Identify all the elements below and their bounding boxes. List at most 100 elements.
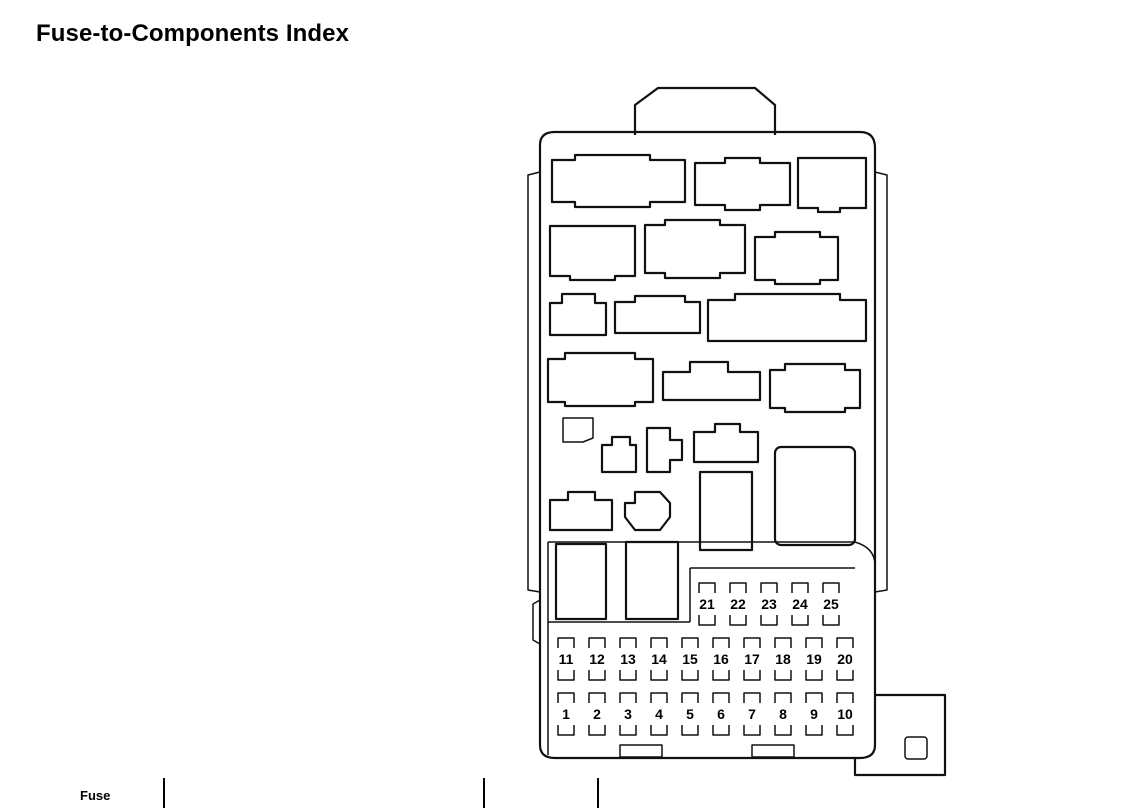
connector-15 <box>692 422 760 464</box>
fuse-number: 9 <box>810 706 818 722</box>
fuse-slot-top <box>650 637 668 648</box>
connector-6 <box>753 230 840 286</box>
fuse-slot-bottom <box>557 670 575 681</box>
fuse-slot-bottom <box>712 670 730 681</box>
fuse-number: 20 <box>837 651 853 667</box>
fuse-slot-bottom <box>681 725 699 736</box>
fuse-slot-top <box>650 692 668 703</box>
fuse-number: 10 <box>837 706 853 722</box>
relay-2 <box>698 470 754 552</box>
mounting-bracket <box>853 693 947 777</box>
fuse-slot-top <box>836 692 854 703</box>
connector-11 <box>661 360 762 402</box>
fuse-slot-bottom <box>588 725 606 736</box>
fuse-slot-top <box>805 637 823 648</box>
fuse-slot-bottom <box>760 615 778 626</box>
fuse-slot-bottom <box>619 725 637 736</box>
column-divider <box>597 778 599 808</box>
fuse-slot-top <box>743 692 761 703</box>
fuse-slot-top <box>743 637 761 648</box>
fuse-number: 3 <box>624 706 632 722</box>
fuse-slot-top <box>588 637 606 648</box>
fuse-number: 25 <box>823 596 839 612</box>
fuse-number: 2 <box>593 706 601 722</box>
connector-10 <box>546 351 655 408</box>
fuse-number: 16 <box>713 651 729 667</box>
fuse-slot-bottom <box>774 725 792 736</box>
column-divider <box>163 778 165 808</box>
fuse-slot-bottom <box>588 670 606 681</box>
fuse-slot-top <box>774 637 792 648</box>
connector-14 <box>645 426 684 474</box>
bracket-slot <box>904 736 928 760</box>
fuse-slot-bottom <box>836 725 854 736</box>
connector-16 <box>548 490 614 532</box>
connector-4 <box>548 224 637 282</box>
fuse-slot-top <box>836 637 854 648</box>
fuse-number: 1 <box>562 706 570 722</box>
fuse-slot-top <box>791 582 809 593</box>
fuse-slot-top <box>557 692 575 703</box>
fuse-number: 12 <box>589 651 605 667</box>
relay-4 <box>624 540 680 621</box>
fuse-table-header <box>0 770 1139 802</box>
fuse-slot-top <box>805 692 823 703</box>
relay-1 <box>773 445 857 547</box>
fuse-number: 5 <box>686 706 694 722</box>
fuse-slot-top <box>681 637 699 648</box>
fuse-slot-top <box>619 637 637 648</box>
fuse-number: 11 <box>559 651 574 667</box>
connector-13 <box>600 435 638 474</box>
fuse-number: 6 <box>717 706 725 722</box>
fuse-number: 17 <box>744 651 760 667</box>
fuse-slot-top <box>712 692 730 703</box>
fuse-panel <box>547 541 876 755</box>
connector-9 <box>706 292 868 343</box>
fuse-slot-top <box>619 692 637 703</box>
fuse-slot-bottom <box>650 670 668 681</box>
fuse-number: 23 <box>761 596 777 612</box>
small-tab <box>562 417 594 443</box>
fuse-slot-top <box>729 582 747 593</box>
fuse-number: 13 <box>620 651 636 667</box>
connector-17 <box>623 490 672 532</box>
fuse-number: 14 <box>651 651 667 667</box>
fuse-slot-bottom <box>650 725 668 736</box>
fuse-slot-bottom <box>712 725 730 736</box>
relay-3 <box>554 542 608 621</box>
page-title: Fuse-to-Components Index <box>36 20 350 47</box>
fuse-slot-bottom <box>836 670 854 681</box>
fuse-slot-top <box>712 637 730 648</box>
connector-7 <box>548 292 608 337</box>
fuse-slot-bottom <box>698 615 716 626</box>
fuse-slot-top <box>760 582 778 593</box>
connector-2 <box>693 156 792 212</box>
fuse-slot-bottom <box>791 615 809 626</box>
fuse-slot-bottom <box>681 670 699 681</box>
fuse-column-label: Fuse <box>80 788 111 803</box>
fuse-box-housing <box>538 130 877 760</box>
fuse-box-top-tab <box>633 86 777 135</box>
fuse-number: 15 <box>682 651 698 667</box>
fuse-slot-bottom <box>729 615 747 626</box>
column-divider <box>483 778 485 808</box>
fuse-slot-bottom <box>619 670 637 681</box>
connector-12 <box>768 362 862 414</box>
fuse-number: 24 <box>792 596 808 612</box>
fuse-slot-bottom <box>822 615 840 626</box>
fuse-number: 4 <box>655 706 663 722</box>
fuse-slot-bottom <box>805 670 823 681</box>
fuse-slot-bottom <box>743 670 761 681</box>
fuse-number: 19 <box>806 651 822 667</box>
connector-8 <box>613 294 702 335</box>
fuse-slot-top <box>557 637 575 648</box>
connector-5 <box>643 218 747 280</box>
fuse-slot-bottom <box>774 670 792 681</box>
connector-3 <box>796 156 868 214</box>
fuse-slot-top <box>681 692 699 703</box>
fuse-slot-bottom <box>805 725 823 736</box>
fuse-number: 7 <box>748 706 756 722</box>
fuse-slot-bottom <box>743 725 761 736</box>
fuse-slot-top <box>698 582 716 593</box>
